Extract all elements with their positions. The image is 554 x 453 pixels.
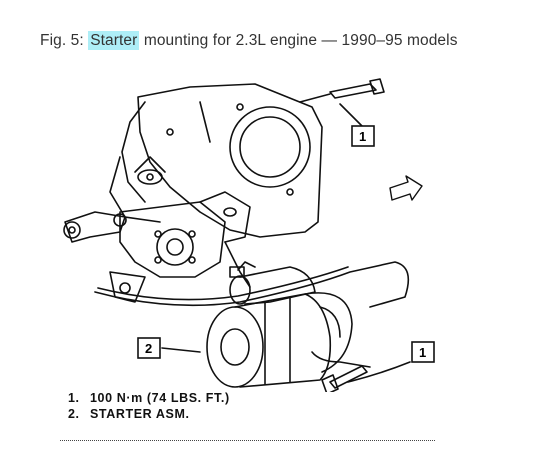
side-arm [64,211,126,243]
callout-label-starter: 2 [145,341,152,356]
callout-box-top [351,125,375,147]
figure-caption: Fig. 5: Starter mounting for 2.3L engine… [40,31,458,50]
legend-number: 1. [68,391,80,405]
starter-mounting-diagram: 1 2 1 [50,62,450,447]
flywheel-opening [229,106,311,188]
callout-label-bottom: 1 [419,345,426,360]
diagram-drawing: 1 2 1 [63,78,435,392]
caption-highlight: Starter [88,31,140,50]
caption-prefix: Fig. 5: [40,32,89,49]
direction-arrow [389,175,423,201]
engine-block-plate [137,83,323,238]
bolt-top [299,78,385,103]
legend-text: 100 N·m (74 LBS. FT.) [90,391,230,405]
legend-item: 1. 100 N·m (74 LBS. FT.) [68,390,230,406]
wiring-harness [94,261,410,308]
mounting-bracket [119,201,226,278]
legend-item: 2. STARTER ASM. [68,406,230,422]
caption-suffix: mounting for 2.3L engine — 1990–95 model… [139,32,458,49]
starter-motor [206,261,353,388]
divider [60,440,435,441]
callout-box-bottom [411,341,435,363]
bolt-bottom [321,365,368,392]
legend-number: 2. [68,407,80,421]
legend-text: STARTER ASM. [90,407,190,421]
callout-label-top: 1 [359,129,366,144]
callout-box-starter [137,337,161,359]
diagram-legend: 1. 100 N·m (74 LBS. FT.) 2. STARTER ASM. [68,390,230,422]
